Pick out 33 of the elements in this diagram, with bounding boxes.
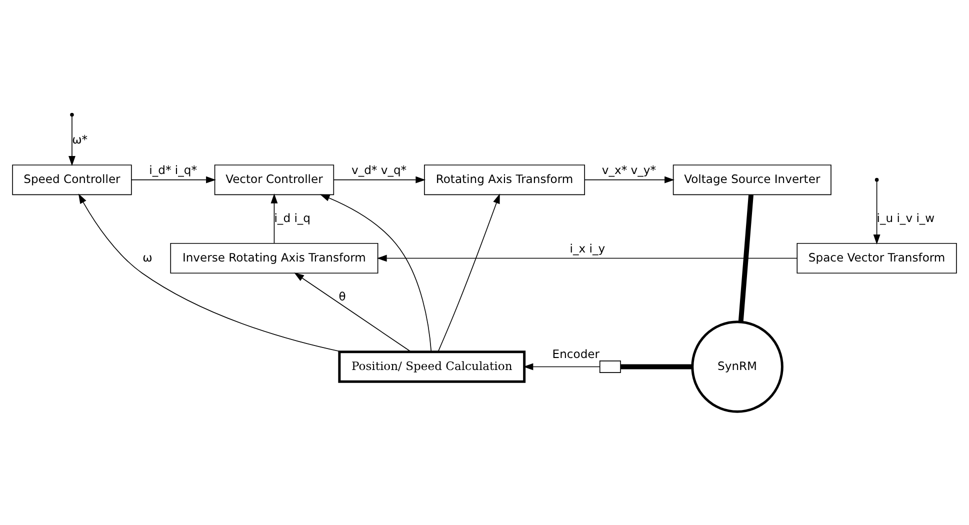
arrow	[438, 194, 500, 352]
node-box	[599, 360, 621, 373]
arrow	[333, 176, 426, 184]
arrow	[873, 181, 880, 244]
arrow	[584, 176, 674, 184]
edge-label: v_x* v_y*	[602, 163, 656, 178]
edge-label: ω*	[72, 132, 88, 147]
node-box: Inverse Rotating Axis Transform	[170, 242, 378, 274]
edge-label: i_d* i_q*	[149, 163, 198, 178]
node-box: Space Vector Transform	[796, 242, 957, 274]
node-circle: SynRM	[691, 320, 784, 413]
edge-label: i_u i_v i_w	[876, 211, 935, 226]
edge-label: i_x i_y	[570, 242, 606, 256]
node-box: Position/ Speed Calculation	[338, 350, 526, 383]
node-box: Rotating Axis Transform	[424, 164, 585, 196]
node-box: Vector Controller	[214, 164, 334, 196]
arrow	[376, 254, 798, 262]
node-box: Speed Controller	[12, 164, 132, 196]
edge-label: ω	[142, 250, 152, 264]
arrow	[68, 116, 76, 166]
arrow	[131, 176, 216, 184]
arrow	[270, 193, 278, 244]
edge-label: v_d* v_q*	[352, 163, 407, 178]
edge-label: i_d i_q	[274, 211, 311, 226]
edge-label: θ	[338, 290, 346, 304]
connector	[620, 364, 692, 370]
arrow	[294, 272, 412, 352]
arrow	[320, 194, 432, 352]
arrow	[78, 194, 343, 352]
node-label: Encoder	[552, 346, 600, 361]
arrow	[523, 363, 600, 370]
node-box: Voltage Source Inverter	[672, 164, 832, 196]
connector	[738, 194, 754, 322]
